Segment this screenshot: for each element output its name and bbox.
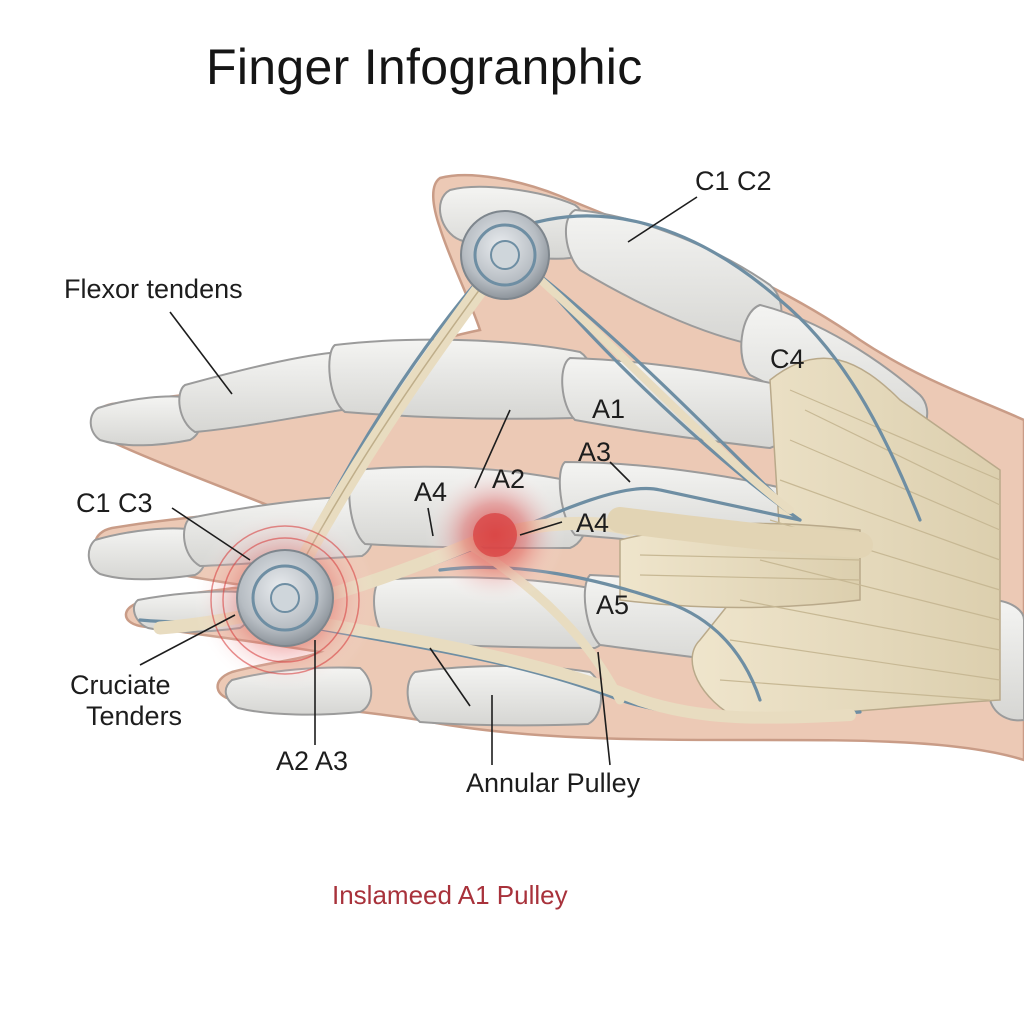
label-cruciate-line2: Tenders bbox=[86, 701, 183, 731]
label-a1: A1 bbox=[592, 394, 626, 424]
bone-middle-proximal bbox=[328, 338, 595, 420]
label-c1-c3: C1 C3 bbox=[76, 488, 153, 518]
bone-middle-metacarpal bbox=[561, 356, 794, 450]
label-a5: A5 bbox=[596, 590, 630, 620]
label-flexor-tendens: Flexor tendens bbox=[64, 274, 243, 304]
label-a3: A3 bbox=[578, 437, 612, 467]
label-c1-c2: C1 C2 bbox=[695, 166, 772, 196]
label-a2-a3: A2 A3 bbox=[276, 746, 349, 776]
label-cruciate-line1: Cruciate bbox=[70, 670, 171, 700]
label-a2-mid: A2 bbox=[492, 464, 526, 494]
pulley-rings bbox=[236, 210, 550, 647]
caption-inflamed-pulley: Inslameed A1 Pulley bbox=[332, 880, 568, 910]
leader-lines bbox=[139, 196, 698, 766]
label-c4: C4 bbox=[770, 344, 805, 374]
page-title: Finger Infogranphic bbox=[206, 39, 643, 95]
bone-ring-distal bbox=[87, 527, 208, 581]
label-a4-mid: A4 bbox=[414, 477, 448, 507]
label-annular-pulley: Annular Pulley bbox=[466, 768, 641, 798]
bone-middle-distal bbox=[89, 395, 203, 447]
label-a4-right: A4 bbox=[576, 508, 610, 538]
